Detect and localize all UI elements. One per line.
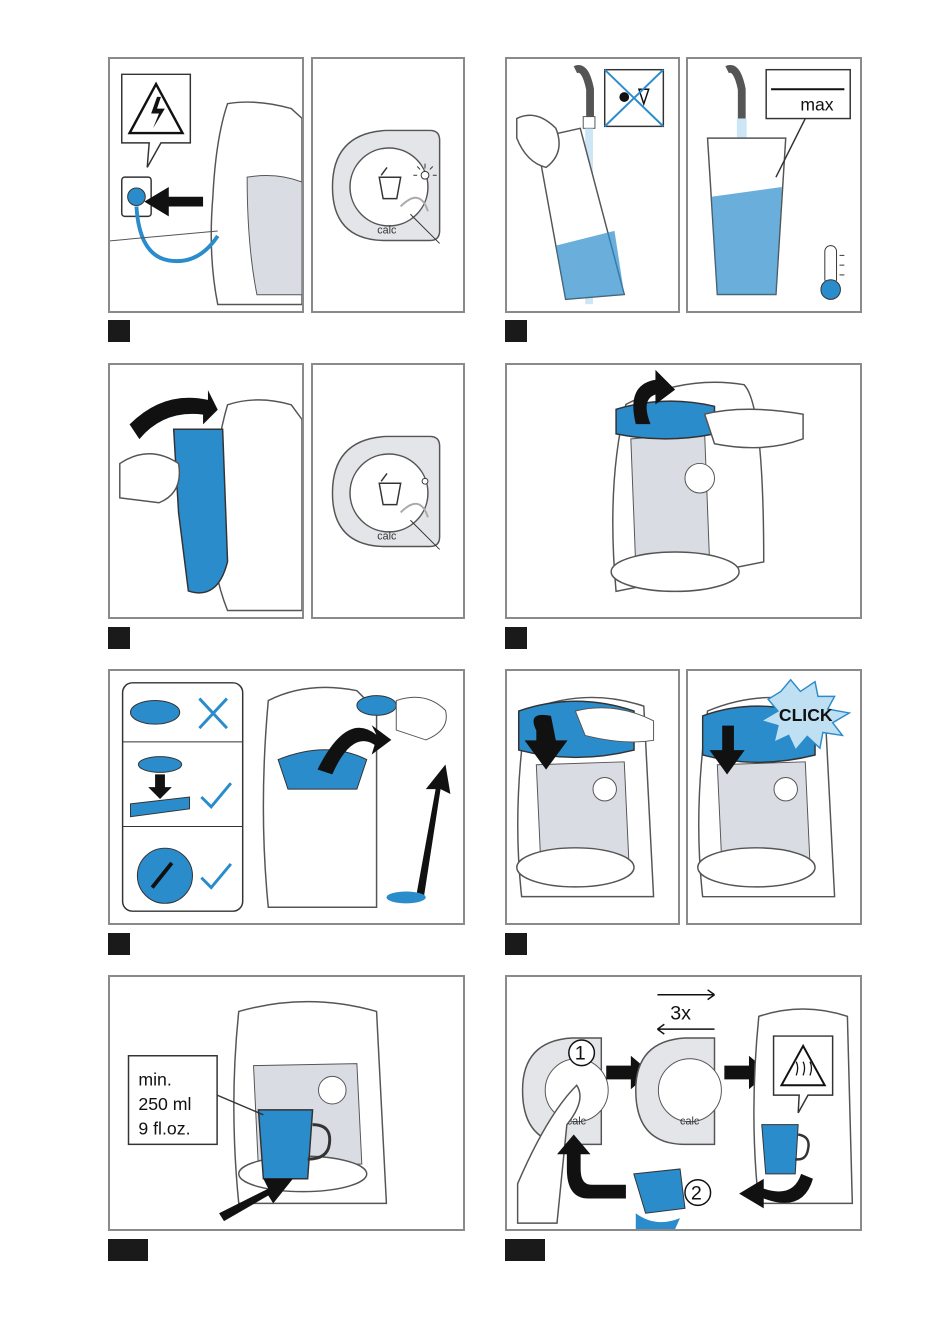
calc-label: calc xyxy=(680,1116,700,1128)
calc-label: calc xyxy=(377,225,397,237)
repeat-label: 3x xyxy=(670,1002,691,1024)
open-lid-illustration xyxy=(507,365,860,617)
panel-close-lid xyxy=(505,669,680,925)
rinse-tank-illustration xyxy=(507,59,678,311)
panel-place-cup: min. 250 ml 9 fl.oz. xyxy=(108,975,465,1231)
step-number-box xyxy=(505,1239,545,1261)
step-number-box xyxy=(505,933,527,955)
calc-indicator-illustration: calc xyxy=(313,365,463,617)
step-number-box xyxy=(108,320,130,342)
step-number-box xyxy=(505,627,527,649)
panel-calc-light-off: calc xyxy=(311,363,465,619)
panel-rinse-cycle: 3x 1 calc calc 2 xyxy=(505,975,862,1231)
plug-in-illustration xyxy=(110,59,302,311)
cup-min-label: min. xyxy=(138,1069,171,1089)
rinse-cycle-illustration: 3x 1 calc calc 2 xyxy=(507,977,860,1229)
place-cup-illustration: min. 250 ml 9 fl.oz. xyxy=(110,977,463,1229)
step-two-badge: 2 xyxy=(691,1182,702,1204)
fill-to-max-illustration: max xyxy=(688,59,860,311)
step-one-badge: 1 xyxy=(575,1043,586,1065)
panel-insert-filter xyxy=(108,669,465,925)
calc-label: calc xyxy=(377,531,397,543)
step-number-box xyxy=(108,933,130,955)
click-label: CLICK xyxy=(779,705,833,725)
panel-plug-in xyxy=(108,57,304,313)
lid-click-illustration: CLICK xyxy=(688,671,860,923)
calc-indicator-illustration: calc xyxy=(313,59,463,311)
panel-calc-light-on: calc xyxy=(311,57,465,313)
step-number-box xyxy=(108,1239,148,1261)
panel-rinse-tank xyxy=(505,57,680,313)
cup-volume-ml-label: 250 ml xyxy=(138,1094,191,1114)
insert-tank-illustration xyxy=(110,365,302,617)
step-number-box xyxy=(108,627,130,649)
insert-filter-illustration xyxy=(110,671,463,923)
step-number-box xyxy=(505,320,527,342)
cup-volume-oz-label: 9 fl.oz. xyxy=(138,1119,190,1139)
close-lid-illustration xyxy=(507,671,678,923)
panel-insert-tank xyxy=(108,363,304,619)
panel-fill-to-max: max xyxy=(686,57,862,313)
panel-lid-click: CLICK xyxy=(686,669,862,925)
panel-open-lid xyxy=(505,363,862,619)
max-label: max xyxy=(800,95,833,115)
